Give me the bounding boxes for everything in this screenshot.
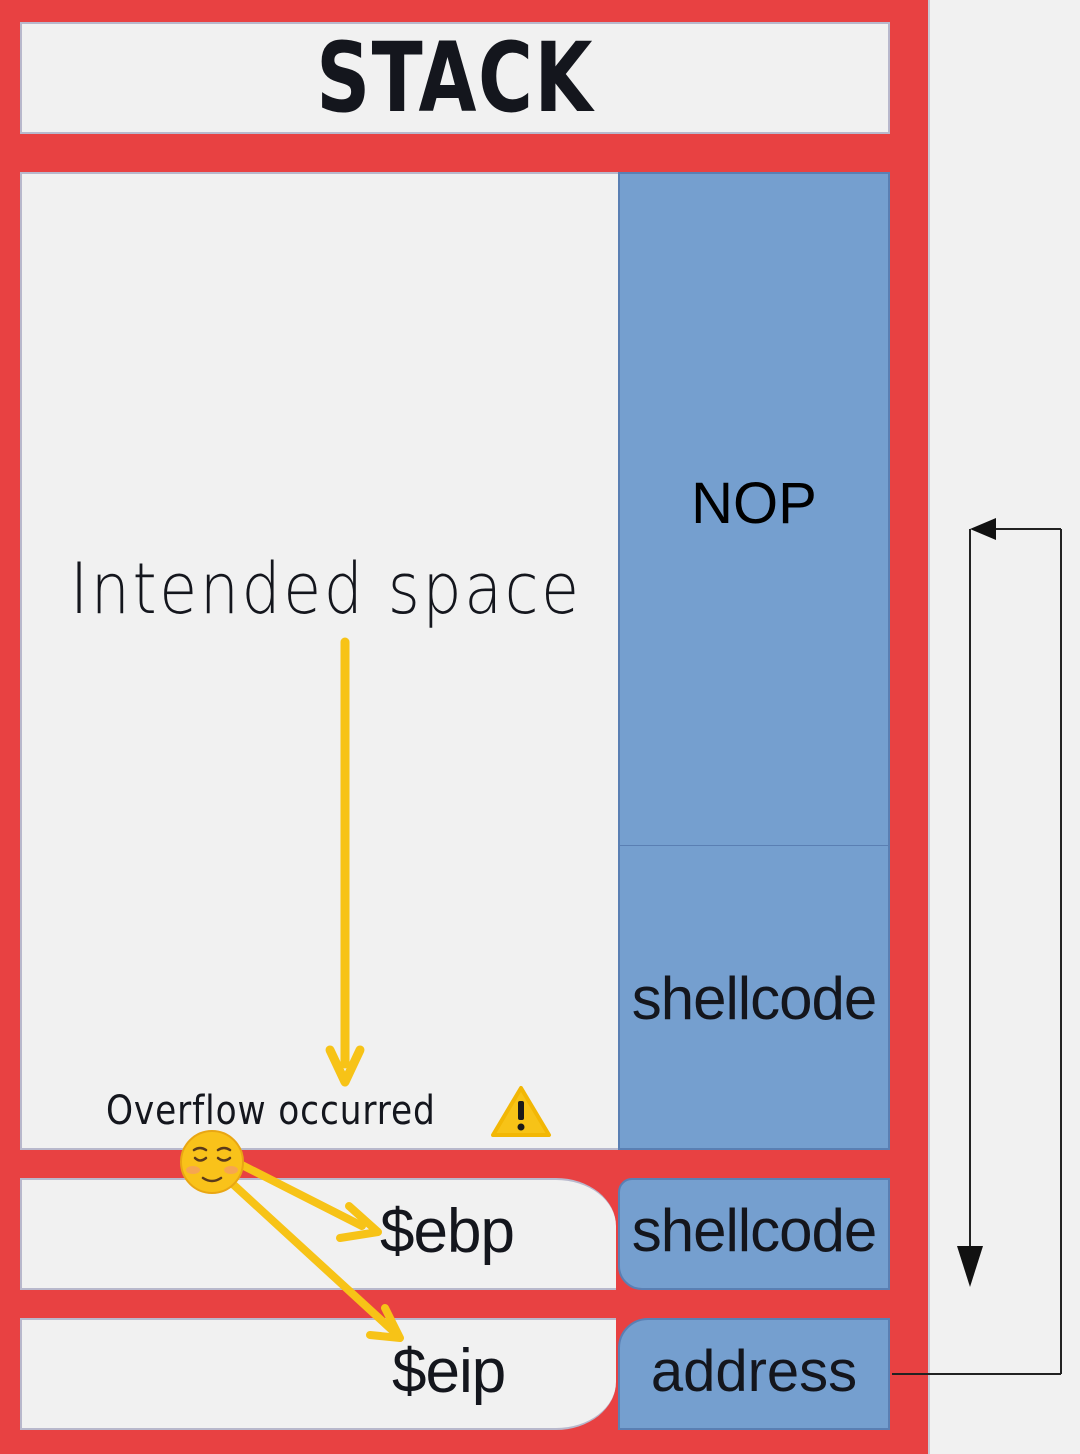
- ebp-shellcode-label: shellcode: [631, 1197, 878, 1264]
- shellcode-label: shellcode: [631, 965, 878, 1032]
- nop-sled-region: NOP: [618, 172, 890, 846]
- stack-title: STACK: [316, 22, 594, 134]
- overflow-arrow: [325, 637, 365, 1087]
- eip-label: $eip: [392, 1337, 506, 1406]
- jump-loop-arrow: [892, 518, 1062, 1375]
- eip-address-slot: [618, 1318, 890, 1430]
- eip-pointer-arrow: [220, 1172, 404, 1342]
- shellcode-region: [618, 846, 890, 1150]
- eip-slot: [20, 1318, 616, 1430]
- ebp-label: $ebp: [380, 1197, 515, 1266]
- jump-panel: [928, 0, 1080, 1454]
- ebp-pointer-arrow: [228, 1156, 382, 1242]
- ebp-shellcode-slot: [618, 1178, 890, 1290]
- overflow-label: Overflow occurred: [106, 1088, 436, 1134]
- address-label: address: [650, 1339, 858, 1404]
- stack-title-box: STACK: [20, 22, 890, 134]
- intended-space-region: [20, 172, 618, 1150]
- warning-icon: [491, 1086, 551, 1137]
- ebp-slot: [20, 1178, 616, 1290]
- nop-label: NOP: [691, 471, 817, 536]
- intended-space-label: Intended space: [70, 548, 582, 630]
- relieved-face-emoji: [180, 1130, 244, 1194]
